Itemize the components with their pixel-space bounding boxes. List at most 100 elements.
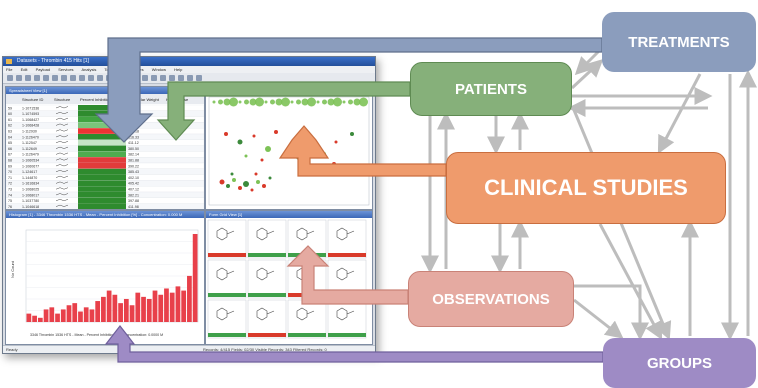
menu-services[interactable]: Services xyxy=(58,67,74,72)
scatter-point xyxy=(268,176,272,180)
histogram-bar xyxy=(192,234,198,322)
arrow-observations-to-grid xyxy=(286,245,409,305)
column-header[interactable]: Structure ID xyxy=(22,97,43,102)
structure-id-cell: 1-1068025 xyxy=(22,188,39,192)
menu-window[interactable]: Window xyxy=(151,67,167,72)
histogram-bar xyxy=(78,311,83,322)
grid-cell[interactable] xyxy=(207,299,247,339)
arrow-patients-treatments xyxy=(570,58,604,90)
histogram-bar xyxy=(112,294,118,322)
column-header[interactable]: Molecular Weight xyxy=(128,97,160,102)
molecular-weight-cell: 411.12 xyxy=(128,141,139,145)
molecular-weight-cell: 382.21 xyxy=(128,193,139,197)
activity-bar xyxy=(328,253,366,257)
column-header[interactable]: Percent Inhibition xyxy=(80,97,111,102)
histogram-bar xyxy=(169,292,175,322)
grid-cell[interactable] xyxy=(207,259,247,299)
structure-thumb xyxy=(55,204,69,207)
scatter-point xyxy=(252,134,256,138)
toolbar-icon[interactable] xyxy=(16,75,22,81)
toolbar-icon[interactable] xyxy=(52,75,58,81)
molecule-structure xyxy=(256,307,275,321)
scatter-point xyxy=(229,97,238,107)
menu-edit[interactable]: Edit xyxy=(20,67,28,72)
node-clinical-studies-label: CLINICAL STUDIES xyxy=(484,175,688,200)
menu-file[interactable]: File xyxy=(6,67,13,72)
structure-thumb xyxy=(55,117,69,120)
scatter-point xyxy=(223,98,231,106)
row-number: 65 xyxy=(8,141,12,145)
inhibition-cell xyxy=(78,174,126,181)
scatter-point xyxy=(230,172,234,176)
menu-help[interactable]: Help xyxy=(174,67,183,72)
structure-grid xyxy=(207,219,367,339)
molecular-weight-cell: 316.33 xyxy=(128,135,139,139)
toolbar-icon[interactable] xyxy=(25,75,31,81)
toolbar-icon[interactable] xyxy=(61,75,67,81)
toolbar-icon[interactable] xyxy=(79,75,85,81)
molecular-weight-cell: 411.98 xyxy=(128,205,139,209)
toolbar-icon[interactable] xyxy=(160,75,166,81)
molecular-weight-cell: 382.14 xyxy=(128,153,139,157)
toolbar-icon[interactable] xyxy=(97,75,103,81)
grid-cell[interactable] xyxy=(247,259,287,299)
status-left: Ready xyxy=(6,347,18,352)
scatter-point xyxy=(224,132,228,136)
grid-cell[interactable] xyxy=(247,219,287,259)
structure-thumb xyxy=(55,164,69,167)
column-header[interactable]: Structure xyxy=(54,97,71,102)
row-number: 76 xyxy=(8,205,12,209)
spreadsheet-title: Spreadsheet View [1] xyxy=(6,87,204,94)
toolbar-icon[interactable] xyxy=(151,75,157,81)
grid-cell[interactable] xyxy=(207,219,247,259)
row-number: 73 xyxy=(8,188,12,192)
scatter-point xyxy=(353,98,361,106)
arrow-treat-clinical xyxy=(657,73,702,154)
toolbar-icon[interactable] xyxy=(70,75,76,81)
menu-analysis[interactable]: Analysis xyxy=(81,67,97,72)
inhibition-cell xyxy=(78,157,126,163)
structure-thumb xyxy=(55,141,69,144)
grid-cell[interactable] xyxy=(327,219,367,259)
histogram-bar xyxy=(60,309,66,322)
toolbar-icon[interactable] xyxy=(142,75,148,81)
molecular-weight-cell: 380.50 xyxy=(128,147,139,151)
toolbar-icon[interactable] xyxy=(34,75,40,81)
toolbar-icon[interactable] xyxy=(43,75,49,81)
node-clinical-studies: CLINICAL STUDIES xyxy=(446,152,726,224)
structure-thumb xyxy=(55,158,69,161)
toolbar-icon[interactable] xyxy=(196,75,202,81)
menu-payload[interactable]: Payload xyxy=(35,67,51,72)
node-groups-label: GROUPS xyxy=(646,354,712,372)
row-number: 72 xyxy=(8,182,12,186)
molecular-weight-cell: 397.88 xyxy=(128,199,139,203)
toolbar-icon[interactable] xyxy=(187,75,193,81)
status-bar: Ready Records: 4/415 Fields: 02/30 Visib… xyxy=(3,345,375,353)
scatter-point xyxy=(333,97,342,107)
structure-thumb xyxy=(55,170,69,173)
toolbar-icon[interactable] xyxy=(178,75,184,81)
activity-bar xyxy=(208,293,246,297)
toolbar-icon[interactable] xyxy=(169,75,175,81)
molecule-structure xyxy=(216,307,235,321)
grid-cell[interactable] xyxy=(327,299,367,339)
histogram-bar xyxy=(66,305,72,322)
molecule-structure xyxy=(296,227,315,241)
histogram-xlabel: 3346 Thrombin 1536 HTS - Mean - Percent … xyxy=(30,333,163,337)
inhibition-cell xyxy=(78,151,126,158)
node-treatments-label: TREATMENTS xyxy=(628,33,730,51)
arrow-patients-to-spreadsheet xyxy=(156,81,411,141)
structure-id-cell: 1-1126479 xyxy=(22,153,39,157)
grid-cell[interactable] xyxy=(247,299,287,339)
grid-cell[interactable] xyxy=(287,299,327,339)
scatter-point xyxy=(219,179,225,185)
toolbar-icon[interactable] xyxy=(7,75,13,81)
arrow-observations-groups xyxy=(573,298,624,339)
row-number: 68 xyxy=(8,159,12,163)
molecule-structure xyxy=(336,267,355,281)
toolbar-icon[interactable] xyxy=(88,75,94,81)
row-number: 64 xyxy=(8,135,12,139)
scatter-point xyxy=(274,130,278,134)
